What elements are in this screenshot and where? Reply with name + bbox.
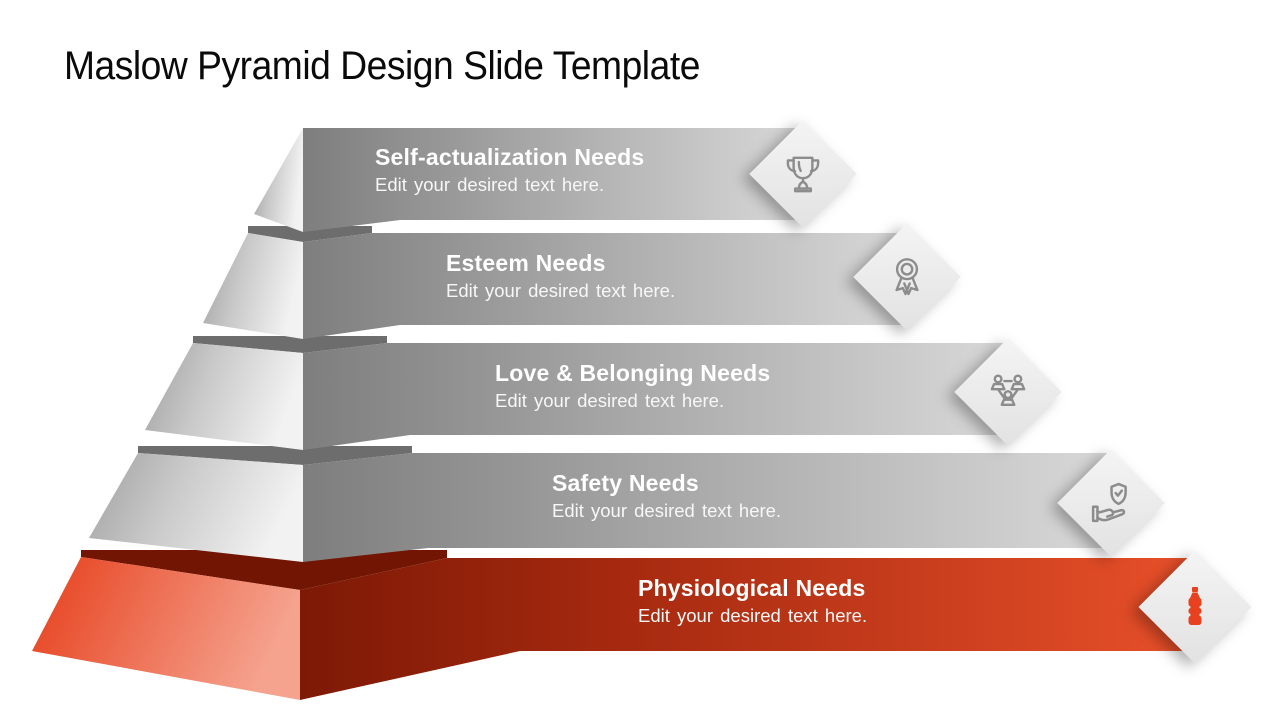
level-3-bar[interactable] — [303, 343, 1012, 450]
level-2-text-block: Esteem Needs Edit your desired text here… — [446, 248, 675, 304]
level-2-bar[interactable] — [303, 233, 911, 339]
level-5-title[interactable]: Physiological Needs — [638, 575, 866, 601]
slide-title[interactable]: Maslow Pyramid Design Slide Template — [64, 44, 700, 88]
level-4-diamond[interactable] — [1057, 449, 1165, 557]
level-3-text-block: Love & Belonging Needs Edit your desired… — [495, 358, 770, 414]
level-2-subtitle[interactable]: Edit your desired text here. — [446, 280, 676, 301]
level-3-subtitle[interactable]: Edit your desired text here. — [495, 390, 725, 411]
level-5-subtitle[interactable]: Edit your desired text here. — [638, 605, 868, 626]
trophy-icon — [786, 156, 820, 193]
level-4-bar[interactable] — [303, 453, 1115, 562]
level-2-top-face — [248, 226, 372, 242]
level-5-top-face — [81, 550, 447, 590]
level-1-text-block: Self-actualization Needs Edit your desir… — [375, 142, 644, 198]
level-3-diamond[interactable] — [954, 338, 1062, 446]
level-5-bar[interactable] — [300, 558, 1199, 700]
level-1-diamond[interactable] — [749, 120, 857, 228]
level-1-subtitle[interactable]: Edit your desired text here. — [375, 174, 605, 195]
level-4-left-face — [89, 453, 303, 562]
level-1-left-face — [254, 128, 303, 232]
level-5-left-face — [32, 557, 300, 700]
level-2-title[interactable]: Esteem Needs — [446, 250, 606, 276]
level-5-diamond[interactable] — [1138, 550, 1252, 664]
level-3-left-face — [145, 343, 303, 450]
level-4-text-block: Safety Needs Edit your desired text here… — [552, 468, 781, 524]
level-3-title[interactable]: Love & Belonging Needs — [495, 360, 771, 386]
level-5-text-block: Physiological Needs Edit your desired te… — [638, 573, 867, 629]
level-3-top-face — [193, 336, 387, 353]
level-4-top-face — [138, 446, 412, 465]
level-4-subtitle[interactable]: Edit your desired text here. — [552, 500, 782, 521]
level-1-bar[interactable] — [303, 128, 807, 232]
water-bottle-icon — [1188, 587, 1202, 625]
medal-icon — [895, 258, 919, 296]
team-icon — [990, 374, 1026, 407]
level-4-title[interactable]: Safety Needs — [552, 470, 699, 496]
level-2-diamond[interactable] — [853, 223, 961, 331]
level-1-title[interactable]: Self-actualization Needs — [375, 144, 645, 170]
level-2-left-face — [203, 233, 303, 339]
shield-hand-icon — [1091, 482, 1127, 523]
